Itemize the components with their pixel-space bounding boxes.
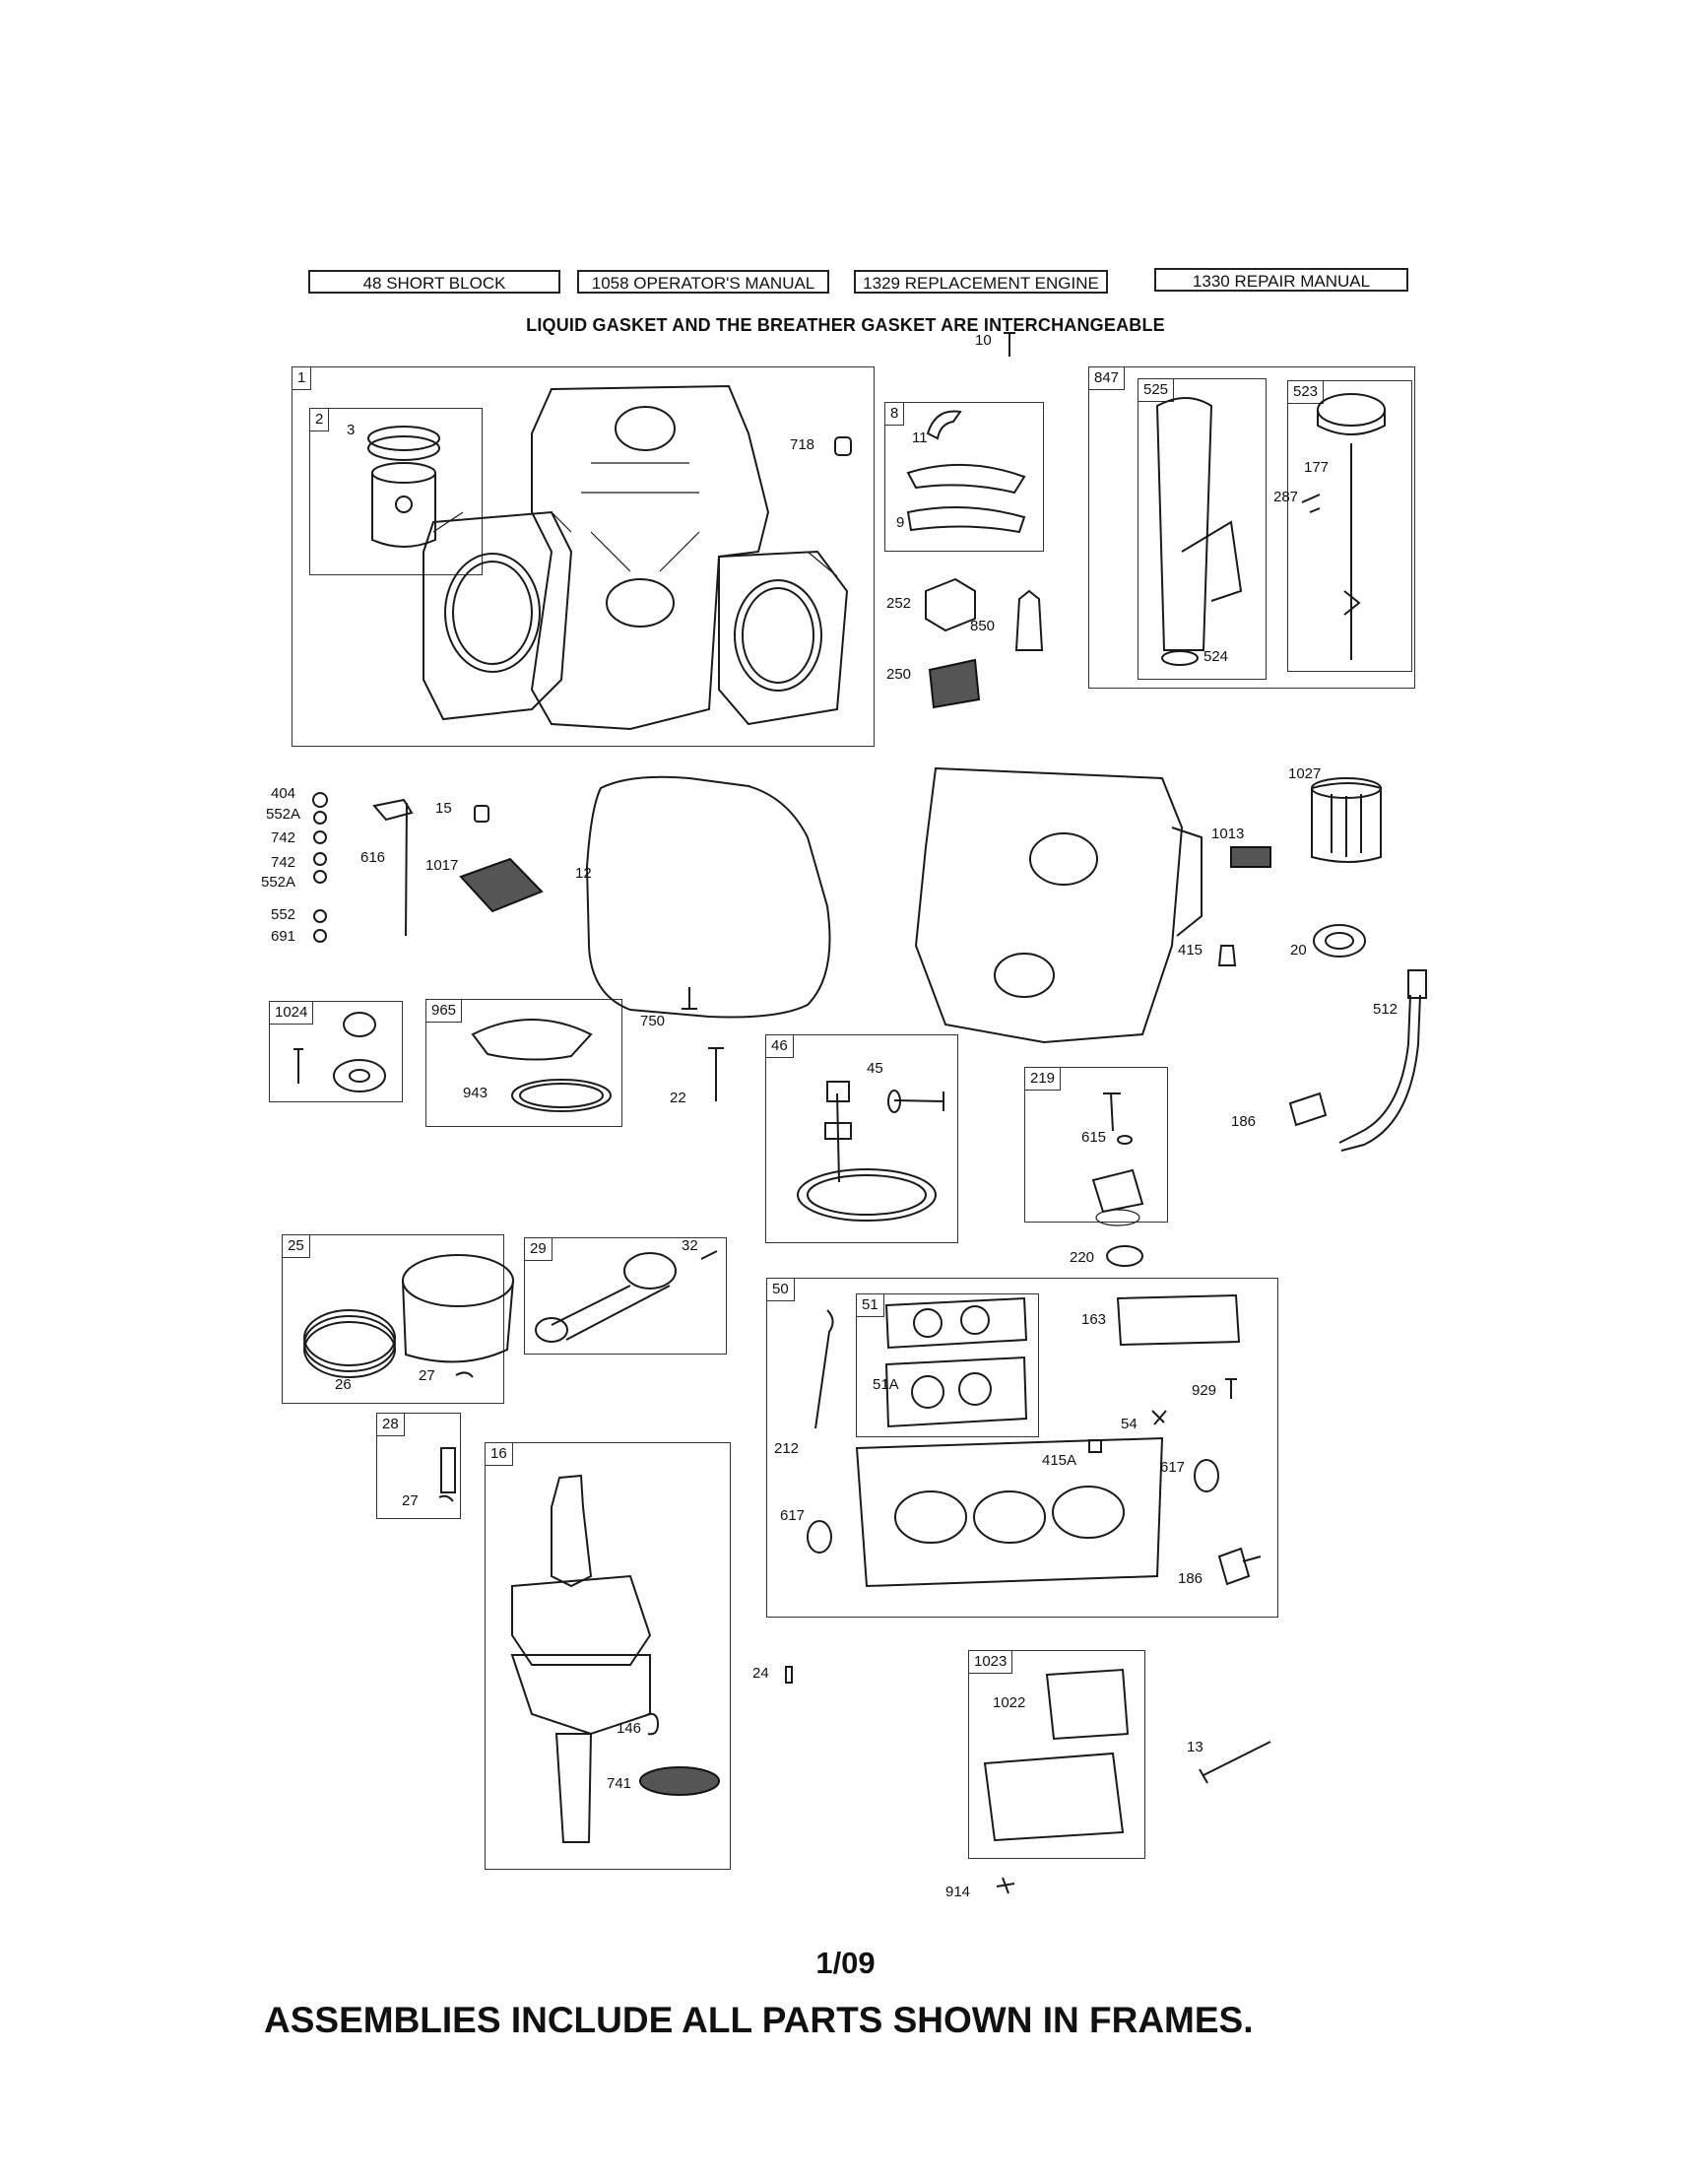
- frame-25: 25: [282, 1234, 504, 1404]
- frame-847: 847: [1088, 366, 1415, 689]
- frame-29: 29: [524, 1237, 727, 1355]
- frame-label: 46: [765, 1034, 794, 1058]
- callout-415: 415: [1178, 942, 1203, 959]
- callout-718: 718: [790, 436, 815, 453]
- interchangeable-note: LIQUID GASKET AND THE BREATHER GASKET AR…: [526, 315, 1165, 335]
- frame-8: 8: [884, 402, 1044, 552]
- frame-28: 28: [376, 1413, 461, 1519]
- callout-1027: 1027: [1288, 765, 1322, 782]
- callout-3: 3: [347, 422, 356, 438]
- callout-186: 186: [1178, 1570, 1203, 1587]
- reference-operators-manual: 1058 OPERATOR'S MANUAL: [577, 270, 829, 294]
- callout-552a: 552A: [266, 806, 301, 823]
- frame-label: 965: [425, 999, 463, 1023]
- callout-45: 45: [867, 1060, 883, 1077]
- callout-415a: 415A: [1042, 1452, 1077, 1469]
- callout-220: 220: [1070, 1249, 1095, 1266]
- callout-914: 914: [945, 1884, 971, 1900]
- callout-22: 22: [670, 1090, 686, 1106]
- callout-750: 750: [640, 1013, 666, 1029]
- callout-24: 24: [752, 1665, 769, 1682]
- frame-1: 1: [292, 366, 875, 747]
- frame-51: 51: [856, 1293, 1039, 1437]
- frame-label: 2: [309, 408, 330, 431]
- callout-552: 552: [271, 906, 296, 923]
- callout-742: 742: [271, 829, 296, 846]
- callout-1022: 1022: [993, 1694, 1026, 1711]
- frame-1023: 1023: [968, 1650, 1145, 1859]
- frame-label: 847: [1088, 366, 1126, 390]
- callout-287: 287: [1273, 489, 1299, 505]
- frame-label: 25: [282, 1234, 310, 1258]
- frame-label: 523: [1287, 380, 1325, 404]
- callout-691: 691: [271, 928, 296, 945]
- callout-741: 741: [607, 1775, 632, 1792]
- reference-short-block: 48 SHORT BLOCK: [308, 270, 560, 294]
- frame-label: 1023: [968, 1650, 1013, 1674]
- callout-617: 617: [780, 1507, 806, 1524]
- callout-51a: 51A: [873, 1376, 899, 1393]
- callout-404: 404: [271, 785, 296, 802]
- frame-1024: 1024: [269, 1001, 403, 1102]
- callout-552a: 552A: [261, 874, 296, 891]
- callout-163: 163: [1081, 1311, 1107, 1328]
- frame-label: 219: [1024, 1067, 1062, 1091]
- callout-742: 742: [271, 854, 296, 871]
- frame-2: 2: [309, 408, 483, 575]
- frame-965: 965: [425, 999, 622, 1127]
- callout-26: 26: [335, 1376, 352, 1393]
- frame-46: 46: [765, 1034, 958, 1243]
- callout-15: 15: [435, 800, 452, 817]
- frame-label: 8: [884, 402, 905, 426]
- assemblies-footer-note: ASSEMBLIES INCLUDE ALL PARTS SHOWN IN FR…: [264, 2000, 1254, 2040]
- frame-label: 28: [376, 1413, 405, 1436]
- callout-1017: 1017: [425, 857, 459, 874]
- callout-54: 54: [1121, 1416, 1138, 1432]
- callout-32: 32: [682, 1237, 698, 1254]
- frame-label: 16: [485, 1442, 513, 1466]
- reference-repair-manual: 1330 REPAIR MANUAL: [1154, 268, 1408, 292]
- frame-label: 51: [856, 1293, 884, 1317]
- frame-label: 50: [766, 1278, 795, 1301]
- frame-label: 1024: [269, 1001, 314, 1025]
- frame-523: 523: [1287, 380, 1412, 672]
- callout-617: 617: [1160, 1459, 1186, 1476]
- frame-16: 16: [485, 1442, 731, 1870]
- frame-label: 525: [1138, 378, 1175, 402]
- callout-12: 12: [575, 865, 592, 882]
- callout-27: 27: [402, 1492, 419, 1509]
- callout-177: 177: [1304, 459, 1330, 476]
- frame-label: 1: [292, 366, 312, 390]
- callout-20: 20: [1290, 942, 1307, 959]
- callout-212: 212: [774, 1440, 800, 1457]
- frame-label: 29: [524, 1237, 553, 1261]
- callout-252: 252: [886, 595, 912, 612]
- callout-850: 850: [970, 618, 996, 634]
- callout-27: 27: [419, 1367, 435, 1384]
- callout-1013: 1013: [1211, 826, 1245, 842]
- callout-10: 10: [975, 332, 992, 349]
- callout-929: 929: [1192, 1382, 1217, 1399]
- callout-512: 512: [1373, 1001, 1398, 1018]
- callout-11: 11: [912, 430, 928, 446]
- callout-9: 9: [896, 514, 905, 531]
- reference-replacement-engine: 1329 REPLACEMENT ENGINE: [854, 270, 1108, 294]
- frame-50: 50: [766, 1278, 1278, 1618]
- frame-525: 525: [1138, 378, 1267, 680]
- callout-250: 250: [886, 666, 912, 683]
- callout-943: 943: [463, 1085, 488, 1101]
- callout-13: 13: [1187, 1739, 1203, 1755]
- callout-186: 186: [1231, 1113, 1257, 1130]
- callout-524: 524: [1203, 648, 1229, 665]
- callout-615: 615: [1081, 1129, 1107, 1146]
- callout-146: 146: [617, 1720, 642, 1737]
- callout-616: 616: [360, 849, 386, 866]
- page-number: 1/09: [815, 1946, 876, 1980]
